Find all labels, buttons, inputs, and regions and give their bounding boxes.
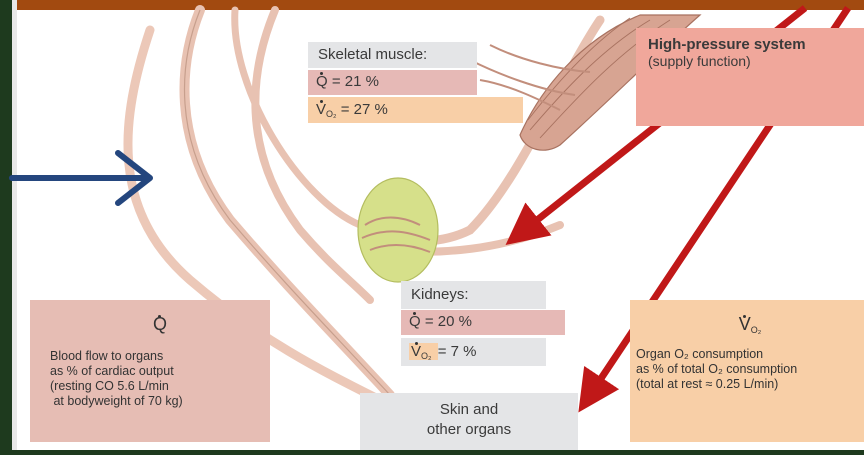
kidneys-title-box: Kidneys: — [401, 281, 546, 309]
kidneys-q-row: Q = 20 % — [401, 310, 565, 335]
blue-arrow — [12, 153, 150, 203]
skin-line-1: Skin and — [360, 400, 578, 420]
legend-q-line-1: Blood flow to organs — [50, 349, 270, 364]
skeletal-muscle-q-row: Q = 21 % — [308, 70, 477, 95]
legend-q-line-4: at bodyweight of 70 kg) — [50, 394, 270, 409]
legend-vo2-line-3: (total at rest ≈ 0.25 L/min) — [636, 377, 864, 392]
legend-vo2-line-1: Organ O₂ consumption — [636, 347, 864, 362]
skeletal-muscle-q-value: = 21 % — [332, 73, 379, 90]
legend-q-line-3: (resting CO 5.6 L/min — [50, 379, 270, 394]
v-dot-symbol: V — [411, 341, 421, 363]
high-pressure-title: High-pressure system — [648, 36, 864, 53]
bottom-frame — [0, 450, 864, 455]
kidneys-q-value: = 20 % — [425, 313, 472, 330]
q-dot-symbol: Q — [409, 311, 421, 333]
oxygen-consumption-legend: VO₂ Organ O₂ consumption as % of total O… — [630, 300, 864, 442]
o2-subscript: O₂ — [326, 109, 337, 119]
skeletal-muscle-title-box: Skeletal muscle: — [308, 42, 477, 68]
legend-vo2-line-2: as % of total O₂ consumption — [636, 362, 864, 377]
q-dot-symbol: Q — [316, 71, 328, 93]
v-dot-symbol: V — [739, 314, 751, 335]
legend-q-line-2: as % of cardiac output — [50, 364, 270, 379]
kidneys-vo2-value: = 7 % — [438, 343, 477, 360]
o2-subscript: O₂ — [421, 351, 432, 361]
skeletal-muscle-vo2-value: = 27 % — [341, 101, 388, 118]
kidneys-vo2-row: VO₂ = 7 % — [401, 338, 546, 366]
v-dot-symbol: V — [316, 99, 326, 121]
skeletal-muscle-title: Skeletal muscle: — [308, 44, 427, 66]
q-dot-symbol: Q — [153, 314, 167, 335]
skeletal-muscle-vo2-row: VO₂ = 27 % — [308, 97, 523, 123]
high-pressure-box: High-pressure system (supply function) — [636, 28, 864, 126]
skin-line-2: other organs — [360, 420, 578, 440]
kidneys-title: Kidneys: — [401, 284, 469, 306]
high-pressure-subtitle: (supply function) — [648, 53, 864, 69]
o2-subscript: O₂ — [751, 325, 762, 335]
blood-flow-legend: Q Blood flow to organs as % of cardiac o… — [30, 300, 270, 442]
kidney-shape — [358, 178, 438, 282]
skin-box: Skin and other organs — [360, 393, 578, 450]
